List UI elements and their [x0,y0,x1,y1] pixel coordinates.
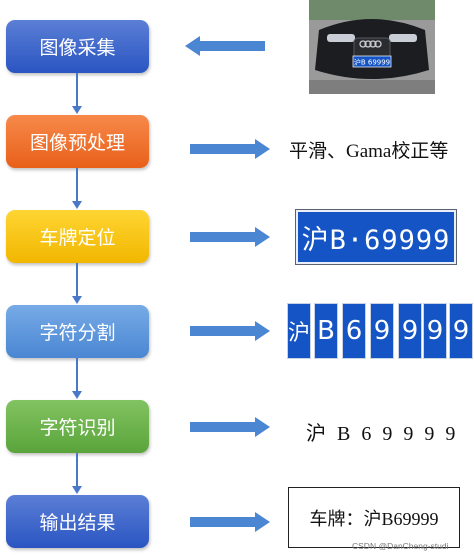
right-arrow-icon [190,512,270,532]
step-character-segmentation: 字符分割 [6,305,149,358]
step-label: 图像采集 [39,37,116,59]
recognized-text: 沪 B 6 9 9 9 9 [306,423,459,445]
connector-arrowhead [72,106,82,114]
segmented-char: 6 [342,303,366,359]
car-photo: 沪B 69999 [309,0,435,94]
license-plate-image: 沪B·69999 [296,210,456,264]
right-arrow-icon [190,227,270,247]
step-label: 车牌定位 [39,227,116,249]
step-label: 图像预处理 [29,132,125,154]
step-preprocessing: 图像预处理 [6,115,149,168]
result-text: 车牌：沪B69999 [309,508,439,529]
watermark: CSDN @DanCheng-studi [352,541,449,551]
segmented-char: 沪 [287,303,311,359]
preprocess-text: 平滑、Gama校正等 [289,141,449,162]
connector-arrowhead [72,296,82,304]
connector-line [76,263,78,297]
step-image-capture: 图像采集 [6,20,149,73]
segmented-char: 9 [398,303,422,359]
step-plate-localization: 车牌定位 [6,210,149,263]
connector-line [76,73,78,107]
char-label: 6 [345,316,363,346]
left-arrow-icon [185,36,265,56]
result-box: 车牌：沪B69999 [288,487,460,548]
char-label: 9 [452,316,470,346]
segmented-char: 9 [370,303,394,359]
segmented-char: 9 [423,303,447,359]
connector-line [76,358,78,392]
connector-arrowhead [72,201,82,209]
segmented-char: B [314,303,338,359]
right-arrow-icon [190,139,270,159]
step-label: 字符识别 [39,417,116,439]
segmented-char: 9 [449,303,473,359]
char-label: 9 [373,316,391,346]
char-label: 沪 [288,321,311,346]
step-character-recognition: 字符识别 [6,400,149,453]
plate-text: 沪B·69999 [301,224,451,256]
char-label: 9 [401,316,419,346]
char-label: B [317,316,335,346]
connector-line [76,168,78,202]
char-label: 9 [426,316,444,346]
right-arrow-icon [190,321,270,341]
connector-line [76,453,78,487]
connector-arrowhead [72,391,82,399]
step-label: 字符分割 [39,322,116,344]
connector-arrowhead [72,486,82,494]
step-label: 输出结果 [39,512,116,534]
step-output-result: 输出结果 [6,495,149,548]
car-plate-text: 沪B 69999 [354,58,390,67]
right-arrow-icon [190,417,270,437]
